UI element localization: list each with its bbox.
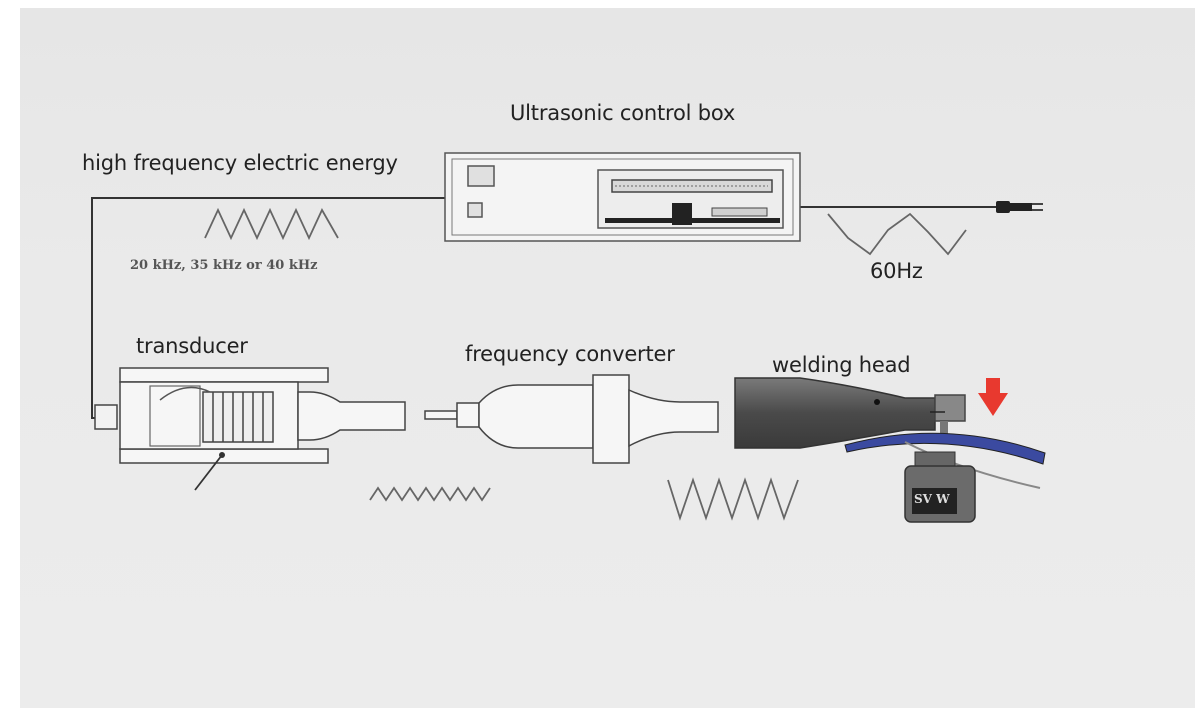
control-box-label: Ultrasonic control box <box>510 101 736 125</box>
frequency-converter-label: frequency converter <box>465 342 675 366</box>
transducer <box>94 367 406 491</box>
pressure-arrow-icon <box>978 378 1008 416</box>
paper-background <box>20 8 1195 708</box>
hf-energy-label: high frequency electric energy <box>82 151 398 175</box>
hf-wave <box>204 207 339 241</box>
transducer-piezo-stack <box>202 391 274 443</box>
transducer-label: transducer <box>136 334 248 358</box>
welding-head <box>734 377 966 449</box>
control-box-button-large <box>467 165 495 187</box>
control-box-button-small <box>467 202 483 218</box>
transducer-output-wave <box>369 486 491 502</box>
workpiece <box>844 432 1046 465</box>
frequency-converter <box>424 374 719 464</box>
frequency-range-label: 20 kHz, 35 kHz or 40 kHz <box>130 258 318 273</box>
mains-wave <box>827 212 967 256</box>
anvil-label: SV W <box>914 492 950 506</box>
control-box <box>444 152 801 242</box>
power-plug-icon <box>996 201 1043 213</box>
anvil-fixture <box>904 451 976 523</box>
converter-output-wave <box>667 477 799 521</box>
welding-head-label: welding head <box>772 353 911 377</box>
mains-frequency-label: 60Hz <box>870 259 923 283</box>
